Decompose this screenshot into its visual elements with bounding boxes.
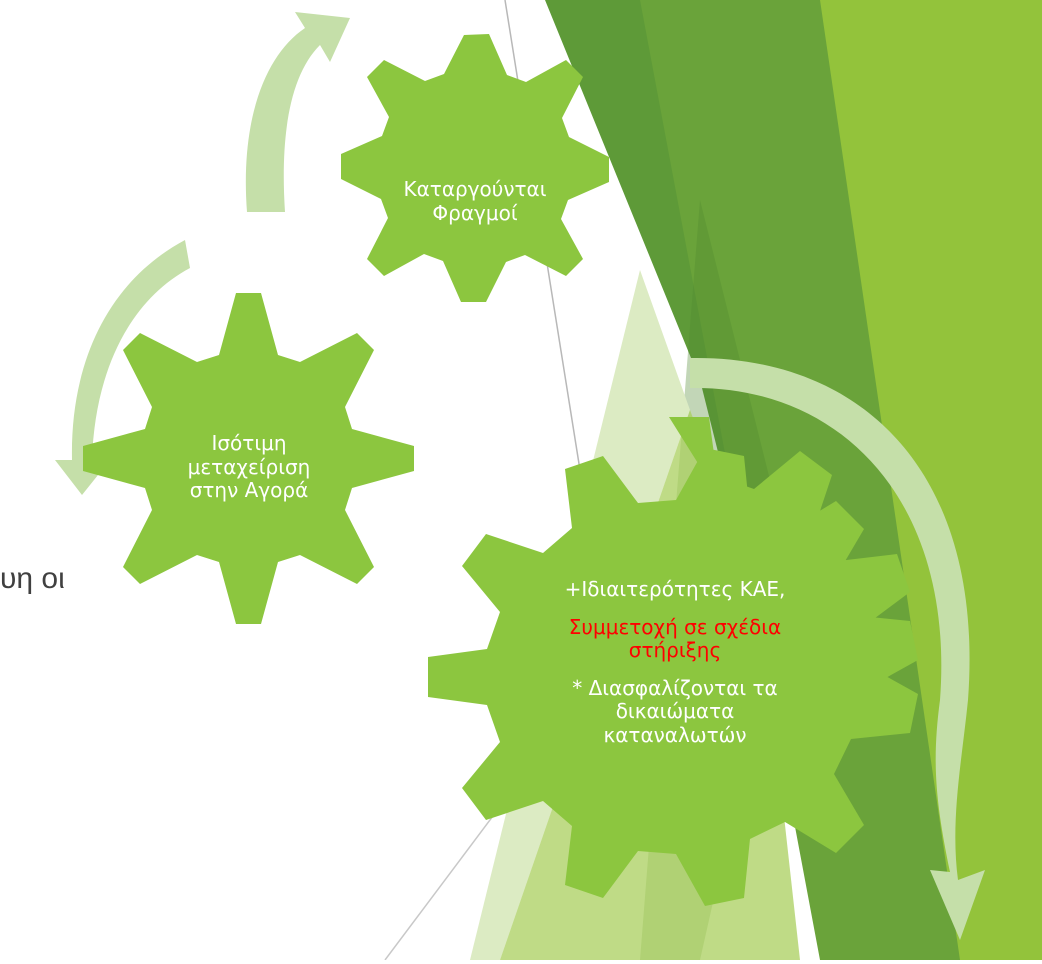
cycle-arrows xyxy=(55,12,985,941)
arrow-left xyxy=(55,240,190,495)
truncated-body-text: υη οι xyxy=(0,562,65,595)
gear-label-line: Φραγμοί xyxy=(432,200,518,225)
gear-label-highlight: στήριξης xyxy=(628,638,722,663)
background-facet-light xyxy=(820,0,1042,960)
gear-specifics xyxy=(428,417,918,906)
gear-label-line: στην Αγορά xyxy=(189,478,309,503)
gears xyxy=(83,34,918,906)
gear-label-equal-treatment: Ισότιμη μεταχείριση στην Αγορά xyxy=(168,431,330,503)
gear-label-line: Ισότιμη xyxy=(211,431,287,455)
arrow-top xyxy=(245,12,350,212)
gear-label-line: * Διασφαλίζονται τα xyxy=(572,675,778,700)
gear-label-specifics: +Ιδιαιτερότητες ΚΑΕ, Συμμετοχή σε σχέδια… xyxy=(525,577,825,748)
gear-label-line: Καταργούνται xyxy=(403,177,547,201)
gear-label-line: μεταχείριση xyxy=(187,454,311,479)
gear-label-line: +Ιδιαιτερότητες ΚΑΕ, xyxy=(564,577,786,601)
gear-label-line: δικαιώματα xyxy=(615,699,735,724)
arrow-right xyxy=(690,357,985,941)
gear-barriers xyxy=(341,34,609,302)
gear-label-highlight: Συμμετοχή σε σχέδια xyxy=(568,614,782,639)
gear-label-barriers: Καταργούνται Φραγμοί xyxy=(380,177,570,225)
gear-label-line: καταναλωτών xyxy=(603,722,747,747)
gear-equal-treatment xyxy=(83,293,414,624)
